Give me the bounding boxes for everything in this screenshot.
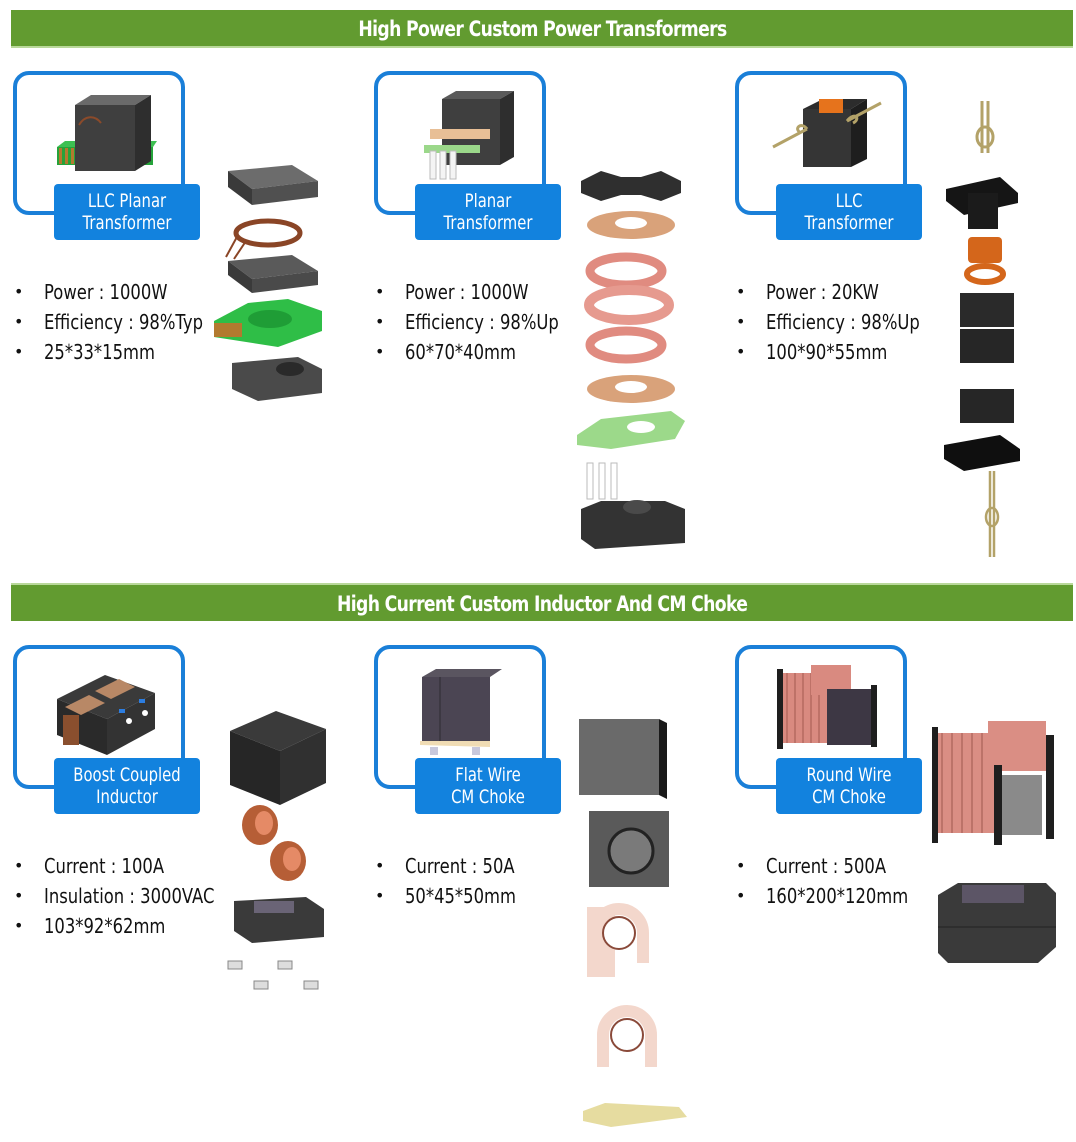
- product-name-badge: Boost Coupled Inductor: [54, 758, 200, 814]
- bullet-icon: •: [736, 856, 746, 875]
- llc-planar-exploded-view: [214, 165, 322, 401]
- spec-item: • Power : 20KW: [736, 277, 954, 307]
- spec-text: 103*92*62mm: [44, 914, 166, 938]
- spec-list: • Current : 50A • 50*45*50mm: [375, 851, 540, 911]
- spec-item: • Power : 1000W: [375, 277, 593, 307]
- bullet-icon: •: [14, 916, 24, 935]
- planar-exploded-view: [577, 171, 685, 549]
- spec-item: • 103*92*62mm: [14, 911, 252, 941]
- product-name-badge: Flat Wire CM Choke: [415, 758, 561, 814]
- spec-item: • 160*200*120mm: [736, 881, 940, 911]
- product-name-line: Boost Coupled: [73, 764, 181, 786]
- section-title: High Current Custom Inductor And CM Chok…: [336, 592, 748, 616]
- spec-item: • Current : 100A: [14, 851, 252, 881]
- bullet-icon: •: [736, 282, 746, 301]
- product-name-badge: Round Wire CM Choke: [776, 758, 922, 814]
- spec-list: • Current : 500A • 160*200*120mm: [736, 851, 940, 911]
- bullet-icon: •: [736, 886, 746, 905]
- bullet-icon: •: [375, 282, 385, 301]
- product-name-line: LLC: [835, 190, 863, 212]
- bullet-icon: •: [375, 342, 385, 361]
- spec-item: • 50*45*50mm: [375, 881, 540, 911]
- spec-text: Power : 1000W: [44, 280, 168, 304]
- product-name-line: Transformer: [82, 212, 172, 234]
- spec-text: Efficiency : 98%Up: [405, 310, 559, 334]
- spec-list: • Power : 20KW • Efficiency : 98%Up • 100*9…: [736, 277, 954, 367]
- spec-item: • Efficiency : 98%Typ: [14, 307, 238, 337]
- spec-text: 25*33*15mm: [44, 340, 155, 364]
- spec-list: • Power : 1000W • Efficiency : 98%Up • 60*7…: [375, 277, 593, 367]
- planar-transformer-image: [57, 95, 157, 171]
- product-name-badge: LLC Transformer: [776, 184, 922, 240]
- spec-text: Power : 1000W: [405, 280, 529, 304]
- spec-item: • 25*33*15mm: [14, 337, 238, 367]
- coupled-inductor-exploded-view: [227, 711, 326, 990]
- spec-item: • Power : 1000W: [14, 277, 238, 307]
- bullet-icon: •: [736, 312, 746, 331]
- bullet-icon: •: [14, 312, 24, 331]
- spec-list: • Power : 1000W • Efficiency : 98%Typ • 25*…: [14, 277, 238, 367]
- spec-text: Efficiency : 98%Up: [766, 310, 920, 334]
- product-image-frame: [13, 71, 185, 215]
- spec-list: • Current : 100A • Insulation : 3000VAC • 1…: [14, 851, 252, 941]
- bullet-icon: •: [14, 342, 24, 361]
- bullet-icon: •: [375, 886, 385, 905]
- spec-item: • Current : 500A: [736, 851, 940, 881]
- round-wire-choke-image: [777, 665, 877, 749]
- llc-transformer-image: [772, 99, 882, 167]
- spec-item: • Efficiency : 98%Up: [375, 307, 593, 337]
- bullet-icon: •: [14, 886, 24, 905]
- product-name-line: LLC Planar: [87, 190, 167, 212]
- spec-item: • Efficiency : 98%Up: [736, 307, 954, 337]
- spec-text: Insulation : 3000VAC: [44, 884, 215, 908]
- spec-text: Efficiency : 98%Typ: [44, 310, 203, 334]
- coupled-inductor-image: [57, 675, 155, 755]
- product-name-badge: LLC Planar Transformer: [54, 184, 200, 240]
- planar-transformer-image: [424, 91, 514, 180]
- flat-wire-exploded-view: [579, 719, 687, 1127]
- llc-exploded-view: [944, 101, 1020, 557]
- bullet-icon: •: [375, 856, 385, 875]
- bullet-icon: •: [736, 342, 746, 361]
- flat-wire-choke-image: [420, 669, 502, 755]
- bullet-icon: •: [14, 856, 24, 875]
- spec-item: • 60*70*40mm: [375, 337, 593, 367]
- spec-text: Power : 20KW: [766, 280, 879, 304]
- spec-text: 160*200*120mm: [766, 884, 909, 908]
- spec-item: • Insulation : 3000VAC: [14, 881, 252, 911]
- spec-text: 50*45*50mm: [405, 884, 516, 908]
- product-name-line: Round Wire: [806, 764, 892, 786]
- bullet-icon: •: [375, 312, 385, 331]
- section-banner-inductors: High Current Custom Inductor And CM Chok…: [11, 583, 1073, 621]
- spec-text: Current : 50A: [405, 854, 515, 878]
- product-name-line: Transformer: [443, 212, 533, 234]
- product-name-badge: Planar Transformer: [415, 184, 561, 240]
- section-banner-transformers: High Power Custom Power Transformers: [11, 10, 1073, 48]
- product-name-line: Transformer: [804, 212, 894, 234]
- product-name-line: CM Choke: [451, 786, 525, 808]
- product-name-line: Planar: [464, 190, 512, 212]
- section-title: High Power Custom Power Transformers: [357, 17, 727, 41]
- round-wire-exploded-view: [932, 721, 1056, 963]
- product-name-line: CM Choke: [812, 786, 886, 808]
- spec-text: 100*90*55mm: [766, 340, 888, 364]
- product-name-line: Inductor: [96, 786, 158, 808]
- spec-text: 60*70*40mm: [405, 340, 516, 364]
- spec-text: Current : 100A: [44, 854, 165, 878]
- spec-item: • 100*90*55mm: [736, 337, 954, 367]
- spec-item: • Current : 50A: [375, 851, 540, 881]
- bullet-icon: •: [14, 282, 24, 301]
- spec-text: Current : 500A: [766, 854, 887, 878]
- product-name-line: Flat Wire: [455, 764, 521, 786]
